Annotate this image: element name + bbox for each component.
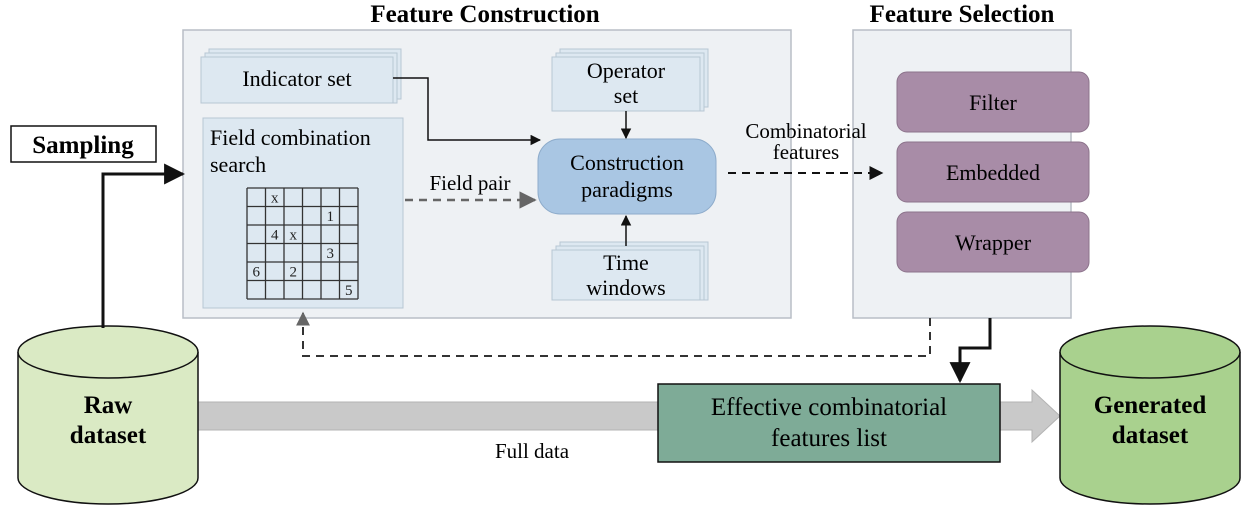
grid-cell-value: 4: [271, 228, 279, 244]
combinatorial-features-label-2: features: [773, 140, 839, 164]
effective-list-box: [657, 383, 1001, 463]
generated-dataset-label-2: dataset: [1112, 422, 1189, 449]
generated-dataset-cylinder: Generated dataset: [1059, 325, 1241, 505]
time-windows-label-2: windows: [586, 275, 665, 300]
feature-selection-title: Feature Selection: [870, 1, 1055, 28]
effective-list-label-1: Effective combinatorial: [711, 394, 947, 421]
generated-dataset-label-1: Generated: [1094, 392, 1207, 419]
feedback-loop-arrow: [296, 311, 931, 357]
time-windows-box: Time windows: [551, 241, 709, 301]
field-combination-label-1: Field combination: [210, 125, 371, 150]
grid-cell-value: 1: [327, 209, 335, 225]
selection-to-list-arrow: [949, 318, 992, 384]
indicator-set-label: Indicator set: [242, 66, 351, 91]
operator-set-box: Operator set: [551, 48, 709, 112]
time-windows-label-1: Time: [603, 250, 649, 275]
raw-dataset-label-1: Raw: [84, 392, 133, 419]
embedded-method-box: [896, 141, 1090, 203]
indicator-set-box: Indicator set: [200, 48, 402, 104]
combinatorial-features-label-1: Combinatorial: [745, 119, 866, 143]
operator-set-label-2: set: [614, 83, 638, 108]
operator-set-label-1: Operator: [587, 58, 666, 83]
raw-dataset-label-2: dataset: [70, 422, 147, 449]
full-data-label: Full data: [495, 439, 570, 463]
grid-cell-value: 2: [290, 265, 298, 281]
sampling-arrow: [101, 163, 186, 328]
embedded-method-label: Embedded: [946, 160, 1040, 185]
feature-construction-title: Feature Construction: [370, 1, 599, 28]
grid-cell-value: 5: [345, 283, 353, 299]
indicator-to-construction-arrow: [393, 77, 542, 146]
filter-method-label: Filter: [969, 90, 1017, 115]
grid-cell-value: 3: [327, 246, 335, 262]
sampling-box: [10, 125, 157, 163]
wrapper-method-label: Wrapper: [955, 230, 1032, 255]
construction-paradigms-label-1: Construction: [570, 150, 684, 175]
grid-cell-value: 6: [253, 265, 261, 281]
grid-cell-value: x: [290, 228, 298, 244]
sampling-label: Sampling: [32, 132, 134, 159]
wrapper-method-box: [896, 211, 1090, 273]
field-pair-label: Field pair: [429, 171, 510, 195]
raw-dataset-cylinder: Raw dataset: [17, 325, 199, 505]
grid-cell-value: x: [271, 191, 279, 207]
construction-paradigms-label-2: paradigms: [581, 177, 673, 202]
effective-list-label-2: features list: [771, 425, 887, 452]
field-combination-label-2: search: [210, 152, 266, 177]
filter-method-box: [896, 71, 1090, 133]
